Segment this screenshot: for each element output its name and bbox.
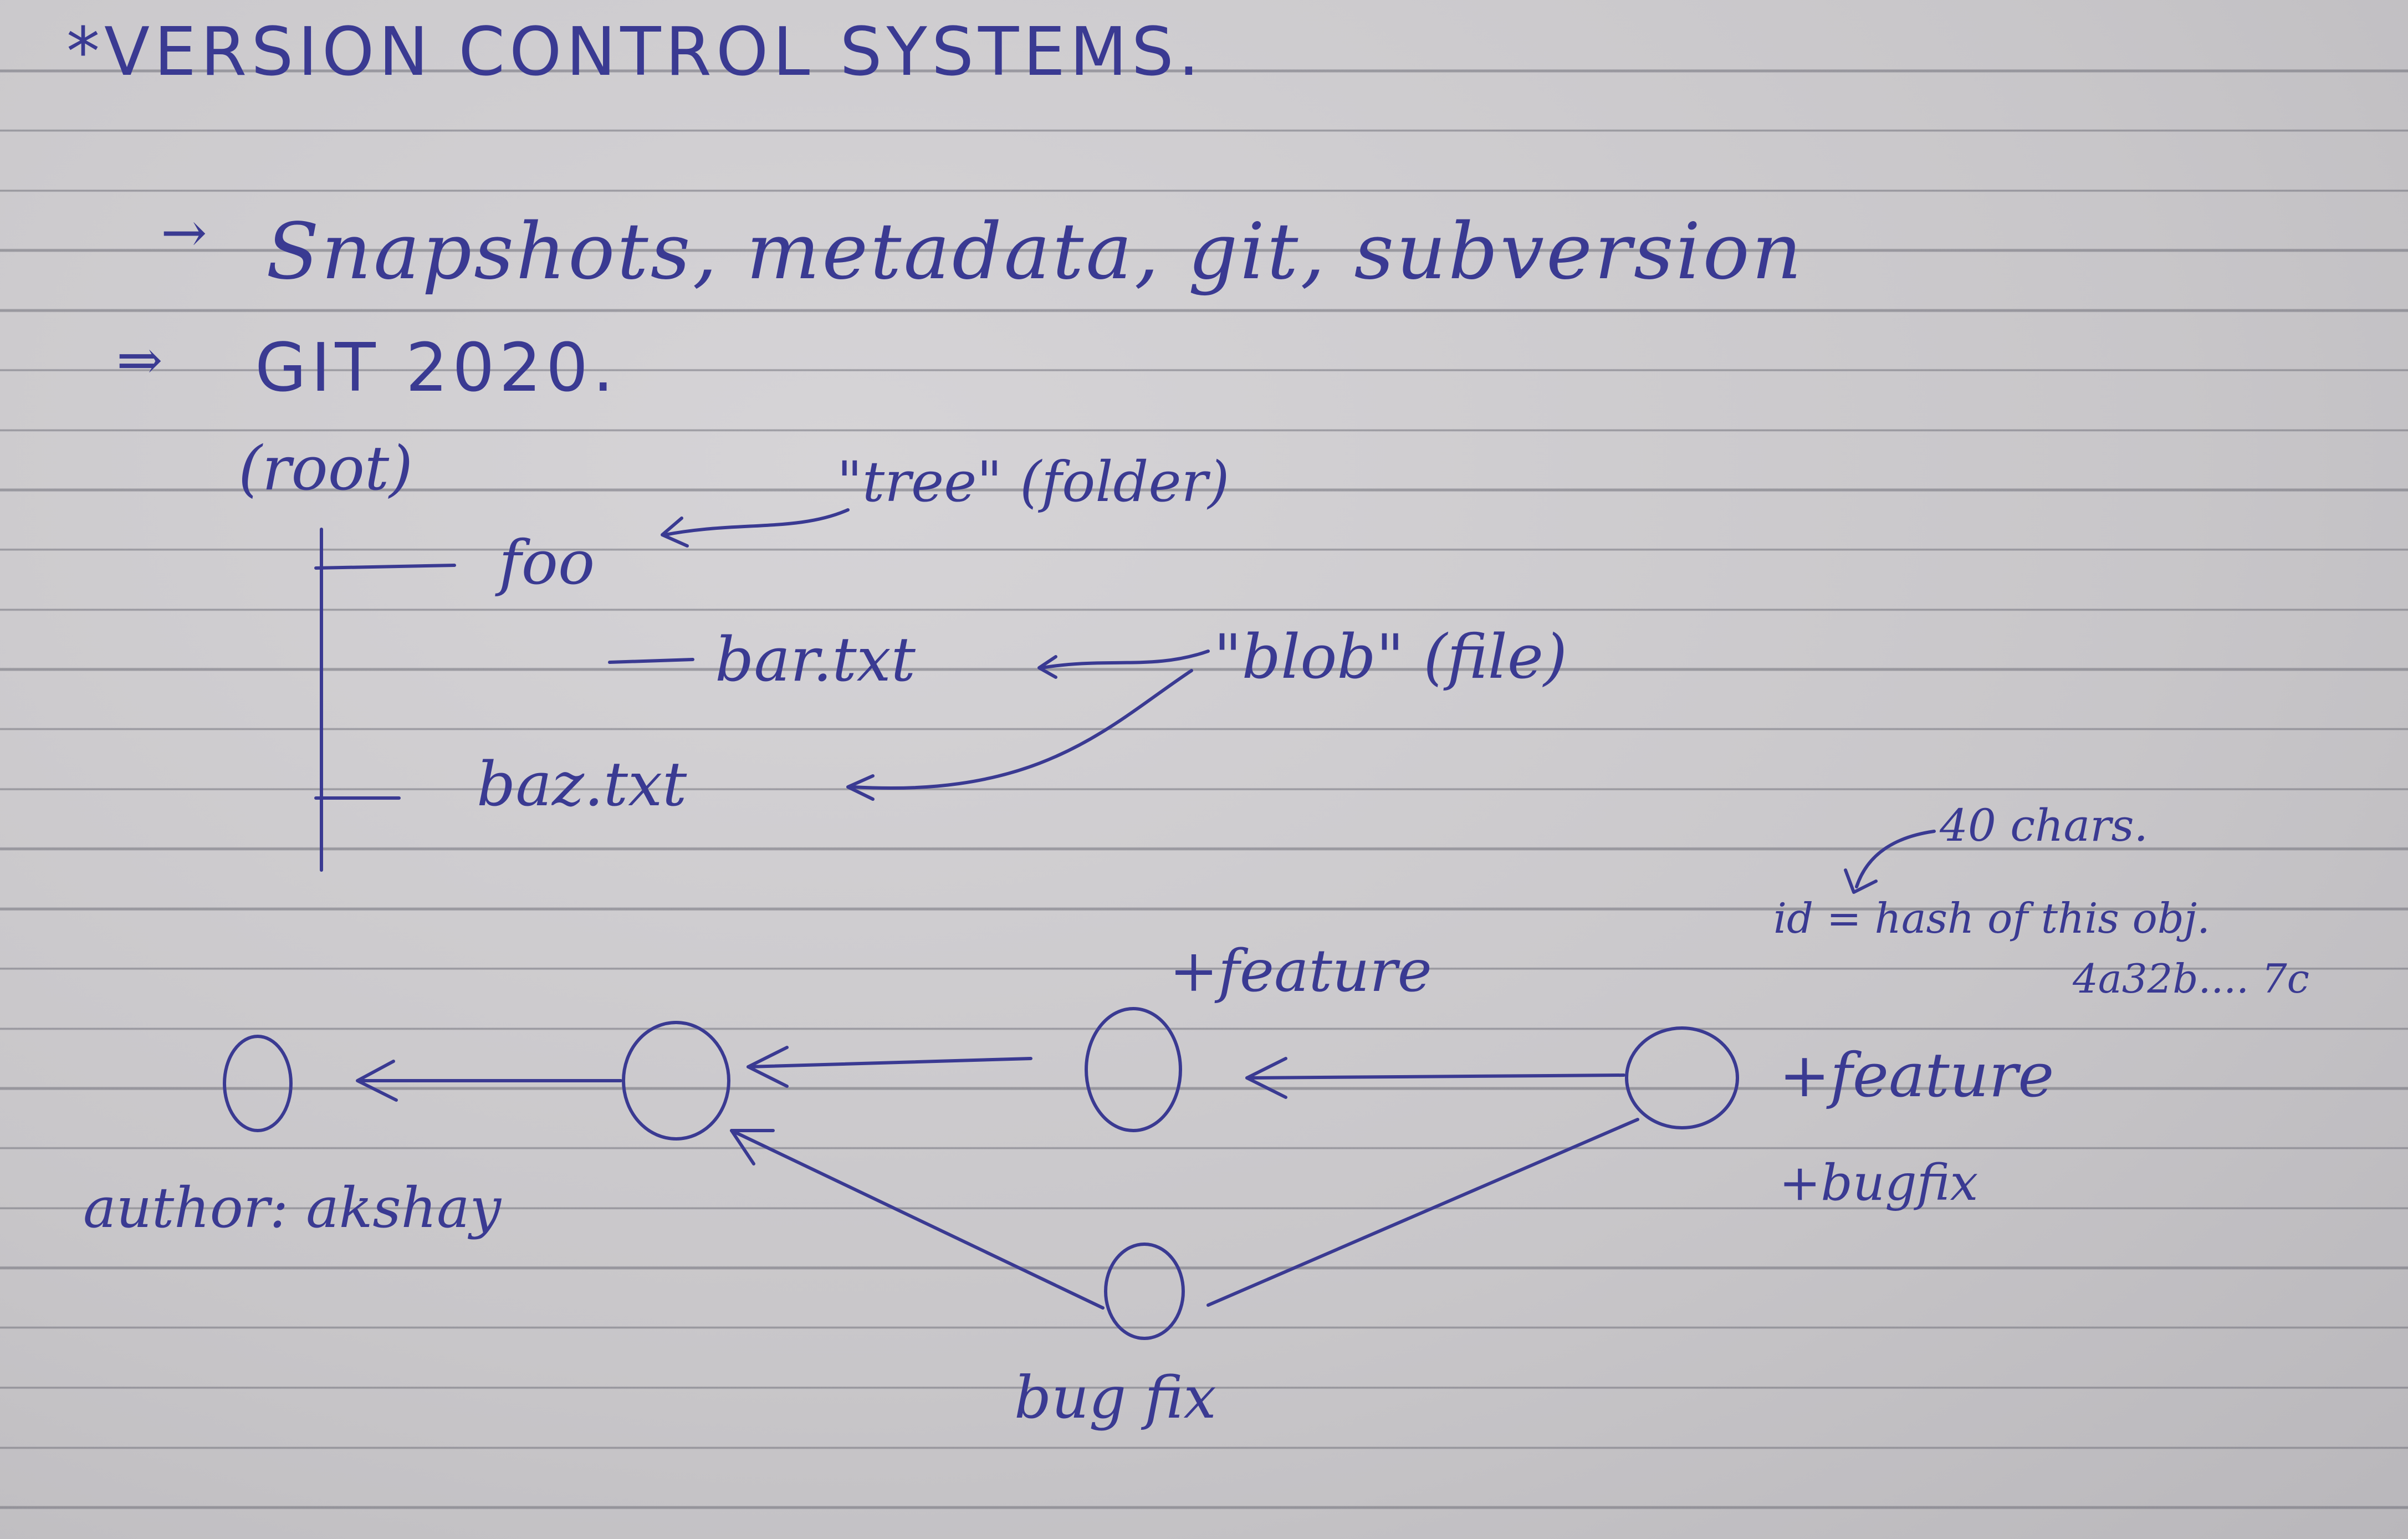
hash-length-arrowhead: [1844, 868, 1878, 894]
bullet-2-text: GIT 2020.: [255, 330, 618, 407]
commit-node-2: [622, 1021, 730, 1141]
commit-node-4: [1625, 1026, 1739, 1129]
tree-pointer-arrowhead: [661, 517, 689, 548]
commit-node-3: [1085, 1007, 1182, 1132]
commit-4-to-5-line: [1206, 1118, 1639, 1307]
tree-annotation-tree-folder: "tree" (folder): [837, 449, 1230, 514]
tree-file-bar: bar.txt: [715, 624, 916, 695]
commit-node-1: [223, 1035, 293, 1132]
blob-pointer-arrowhead-baz: [846, 774, 875, 801]
bullet-arrow-1: →: [161, 200, 207, 265]
commit-5-to-2-arrow: [730, 1129, 1105, 1310]
hash-example: 4a32b.... 7c: [2073, 955, 2310, 1002]
bullet-arrow-2: ⇒: [116, 328, 163, 392]
branch-bugfix-label: bug fix: [1014, 1364, 1216, 1431]
commit-1-author-label: author: akshay: [83, 1175, 502, 1240]
tree-folder-foo: foo: [499, 527, 595, 598]
hash-id-note: id = hash of this obj.: [1773, 894, 2210, 943]
tree-annotation-blob-file: "blob" (file): [1214, 621, 1567, 692]
hash-length-arrow: [1855, 830, 1936, 888]
hash-length-note: 40 chars.: [1940, 800, 2148, 851]
commit-3-to-2-arrow: [747, 1057, 1032, 1068]
commit-node-5: [1104, 1243, 1185, 1340]
tree-file-baz: baz.txt: [477, 749, 687, 820]
tree-branch-foo: [314, 564, 456, 570]
page-title: *VERSION CONTROL SYSTEMS.: [67, 14, 1204, 91]
commit-4-label-feature: +feature: [1779, 1040, 2054, 1111]
blob-pointer-arrowhead-bar: [1037, 655, 1057, 679]
commit-3-to-2-arrowhead: [747, 1046, 789, 1088]
commit-3-label: +feature: [1169, 937, 1432, 1005]
tree-root-label: (root): [238, 433, 413, 504]
commit-5-to-2-arrowhead: [730, 1129, 775, 1165]
commit-4-to-3-arrow: [1245, 1073, 1625, 1080]
tree-branch-bar: [608, 658, 694, 664]
blob-pointer-arrow-baz: [852, 669, 1193, 790]
blob-pointer-arrow-bar: [1040, 650, 1210, 669]
tree-pointer-arrow: [663, 508, 850, 536]
bullet-1-text: Snapshots, metadata, git, subversion: [266, 207, 1804, 297]
commit-2-to-1-arrowhead: [356, 1060, 398, 1102]
commit-4-label-bugfix: +bugfix: [1779, 1154, 1978, 1212]
commit-4-to-3-arrowhead: [1245, 1057, 1287, 1099]
